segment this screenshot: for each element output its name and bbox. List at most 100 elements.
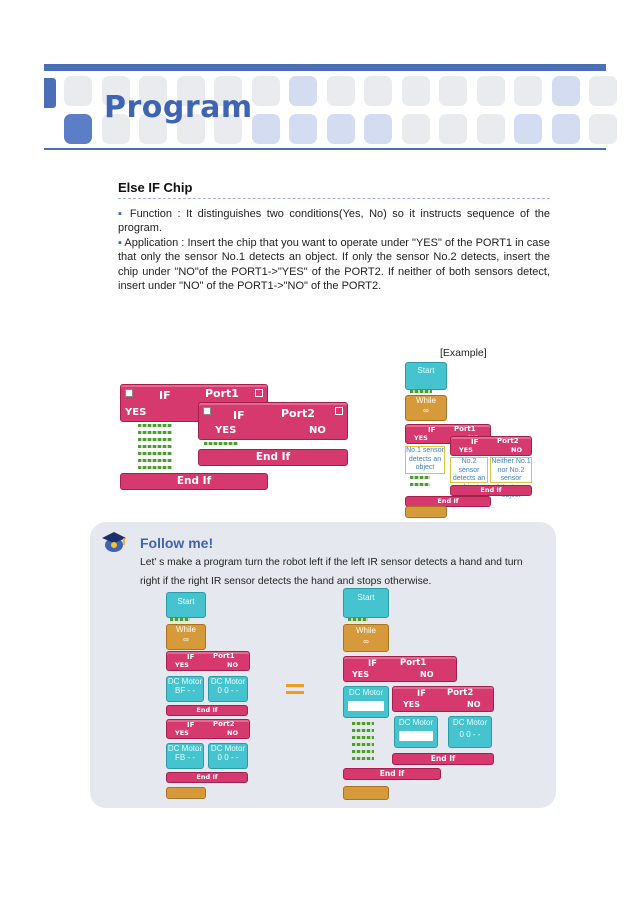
dc-motor-label: DC Motor [452,718,488,727]
function-text: It distinguishes two conditions(Yes, No)… [118,208,550,235]
dc-motor-label: DC Motor [210,744,246,753]
equals-sign [286,684,304,698]
follow-me-title: Follow me! [140,535,214,551]
application-text: Insert the chip that you want to operate… [118,237,551,292]
start-chip: Start [405,362,447,390]
chip-stack [348,618,368,625]
banner-tile [401,114,430,144]
banner-left-tab [44,78,56,108]
port-label: Port2 [497,437,519,445]
while-chip: While ∞ [343,624,389,652]
note-box: No.2 sensor detects an object [450,457,488,491]
if-label: IF [417,689,426,699]
if-chip-port1: IF Port1 YES NO [166,651,250,671]
banner-tile [439,114,467,144]
motor-value: FB - - [175,753,195,762]
dc-motor-label: DC Motor [210,677,246,686]
dc-motor-chip: DC Motor [394,716,438,748]
while-label: While [355,626,376,635]
yes-label: YES [459,446,473,454]
banner-tile [514,114,542,144]
while-chip: While ∞ [166,624,206,650]
banner-tile [439,76,467,106]
banner-tile [289,114,317,144]
if-label: IF [233,409,245,422]
no-label: NO [227,729,238,737]
banner-tile [551,76,580,106]
banner-tile [364,114,392,144]
banner-tile [101,114,130,144]
if-label: IF [159,389,171,402]
application-paragraph: ▪ Application : Insert the chip that you… [118,236,550,293]
end-if-chip: End If [450,485,532,496]
banner-tile [589,114,617,144]
banner-tile [551,114,580,144]
yes-label: YES [403,700,421,709]
while-chip: While ∞ [405,395,447,421]
no-label: NO [227,661,238,669]
banner-tile [364,76,392,106]
end-while-chip [405,506,447,518]
banner-tile [476,76,505,106]
motor-setting-field [348,701,384,711]
yes-label: YES [175,661,189,669]
checkbox-icon [255,389,263,397]
graduation-cap-icon [102,532,126,552]
chip-stack [410,390,432,397]
yes-label: YES [175,729,189,737]
banner-tile [139,114,167,144]
banner-tile [589,76,617,106]
banner-tile [251,114,280,144]
banner-tile [64,114,92,144]
end-if-chip: End If [343,768,441,780]
yes-label: YES [352,670,370,679]
if-label: IF [428,426,436,434]
if-label: IF [471,438,479,446]
if-label: IF [368,659,377,669]
motor-value: 0 0 - - [459,730,481,739]
banner-tile [326,114,355,144]
application-label: Application : [124,237,188,249]
while-label: While [175,625,196,634]
end-if-chip: End If [120,473,268,490]
dashed-divider [118,198,550,199]
note-box: Neither No.1 nor No.2 sensor detects an … [490,457,532,499]
banner-tile [514,76,542,106]
banner-tile [476,114,505,144]
dc-motor-chip: DC Motor FB - - [166,743,204,769]
follow-me-text: Let' s make a program turn the robot lef… [140,557,523,587]
dc-motor-chip: DC Motor BF - - [166,676,204,702]
port-label: Port1 [213,652,235,660]
start-chip: Start [343,588,389,618]
port-label: Port1 [454,425,476,433]
end-while-chip [343,786,389,800]
dc-motor-label: DC Motor [167,744,203,753]
dc-motor-chip: DC Motor [343,686,389,718]
port-label: Port2 [447,688,474,698]
banner-tile [176,114,205,144]
end-if-chip: End If [198,449,348,466]
dc-motor-label: DC Motor [167,677,203,686]
chip-stack [410,476,430,490]
end-if-chip: End If [166,772,248,783]
banner-tiles [64,76,617,146]
banner-tile [64,76,92,106]
start-chip: Start [166,592,206,618]
checkbox-icon [335,407,343,415]
banner-tile [101,76,130,106]
end-if-chip: End If [166,705,248,716]
banner-tile [326,76,355,106]
no-label: NO [309,425,326,436]
motor-value: BF - - [175,686,195,695]
banner-tile [401,76,430,106]
function-label: Function : [129,208,187,220]
yes-chip-stack [138,424,172,480]
chip-stack [170,618,190,625]
no-label: NO [467,700,481,709]
if-chip-port2: IF Port2 YES NO [198,402,348,440]
banner-tile [139,76,167,106]
dc-motor-label: DC Motor [398,718,434,727]
while-label: While [415,396,436,405]
yes-label: YES [215,425,237,436]
banner-tile [214,76,242,106]
